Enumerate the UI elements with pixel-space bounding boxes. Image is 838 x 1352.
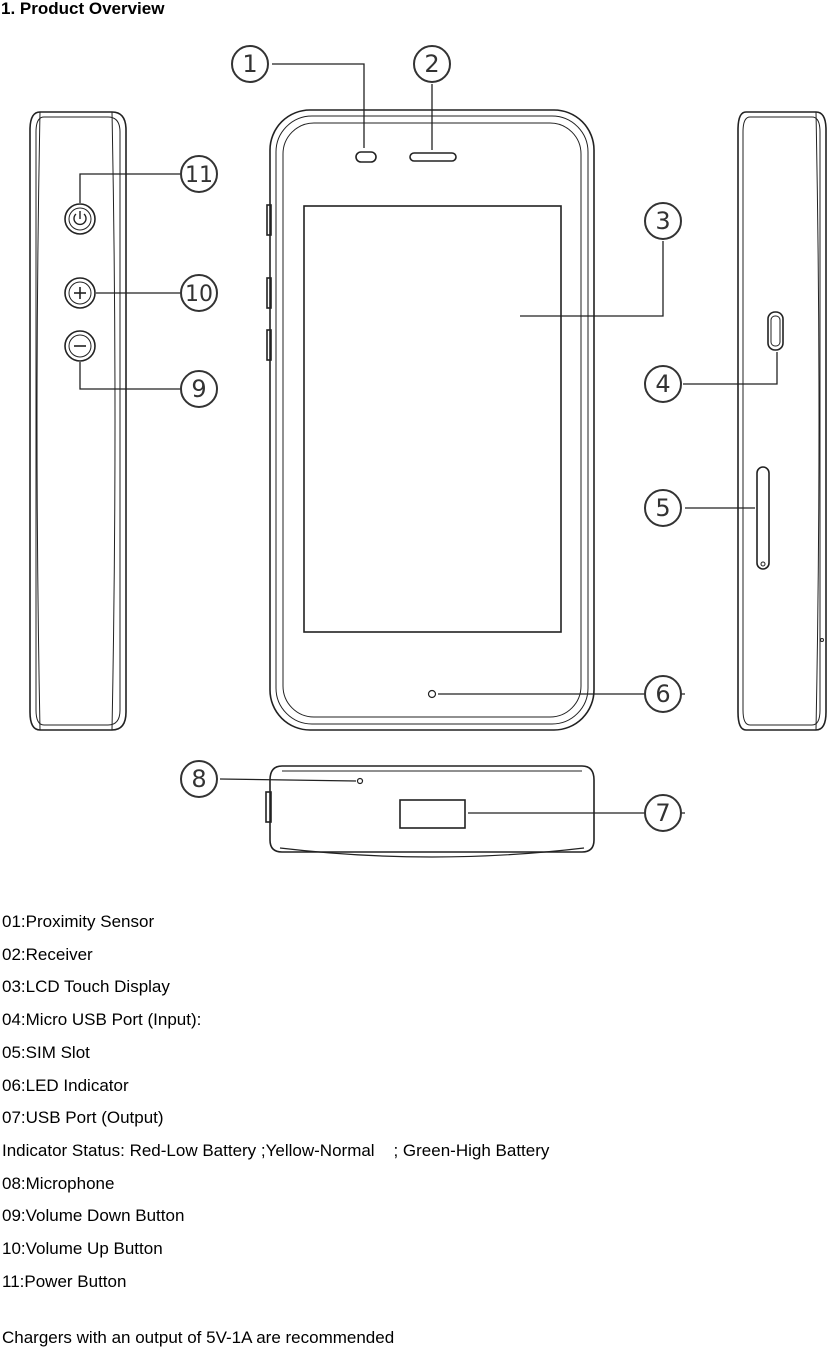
callout-8-label: 8 <box>191 765 206 793</box>
legend-item: 04:Micro USB Port (Input): <box>2 1010 202 1030</box>
callout-6 <box>644 675 682 713</box>
callout-5-label: 5 <box>655 494 670 522</box>
callout-1-label: 1 <box>242 50 257 78</box>
callout-2 <box>413 45 451 83</box>
legend-item: 02:Receiver <box>2 944 93 964</box>
callout-10-label: 10 <box>185 282 213 307</box>
callout-4-label: 4 <box>655 370 670 398</box>
callout-6-label: 6 <box>655 680 670 708</box>
callout-7-label: 7 <box>655 799 670 827</box>
callout-1 <box>231 45 269 83</box>
callout-11-label: 11 <box>185 163 213 188</box>
legend-item: 11:Power Button <box>2 1271 127 1291</box>
callout-9-label: 9 <box>191 375 206 403</box>
legend-item: 03:LCD Touch Display <box>2 977 170 997</box>
legend-item: 07:USB Port (Output) <box>2 1108 164 1128</box>
legend-item: 06:LED Indicator <box>2 1075 129 1095</box>
callout-7 <box>644 794 682 832</box>
callout-markers <box>180 45 682 832</box>
callout-10 <box>180 274 218 312</box>
legend-item: Indicator Status: Red-Low Battery ;Yello… <box>2 1140 550 1160</box>
callout-4 <box>644 365 682 403</box>
bottom-view <box>265 765 595 858</box>
front-view <box>266 109 595 731</box>
component-legend: 01:Proximity Sensor 02:Receiver 03:LCD T… <box>2 906 549 1298</box>
callout-5 <box>644 489 682 527</box>
product-diagram: 1 2 3 4 5 6 7 8 9 10 11 <box>29 45 827 858</box>
section-title: 1. Product Overview <box>1 0 165 18</box>
legend-item: 09:Volume Down Button <box>2 1206 185 1226</box>
callout-9 <box>180 370 218 408</box>
legend-item: 10:Volume Up Button <box>2 1239 163 1259</box>
legend-item: 01:Proximity Sensor <box>2 912 155 931</box>
callout-8 <box>180 760 218 798</box>
legend-item: 05:SIM Slot <box>2 1042 90 1062</box>
callout-3-label: 3 <box>655 207 670 235</box>
left-side-view <box>29 111 127 731</box>
charger-note: Chargers with an output of 5V-1A are rec… <box>2 1328 395 1347</box>
callout-11 <box>180 155 218 193</box>
callout-2-label: 2 <box>424 50 439 78</box>
legend-item: 08:Microphone <box>2 1173 115 1193</box>
callout-3 <box>644 202 682 240</box>
leader-lines <box>79 63 778 814</box>
right-side-view <box>737 111 827 731</box>
